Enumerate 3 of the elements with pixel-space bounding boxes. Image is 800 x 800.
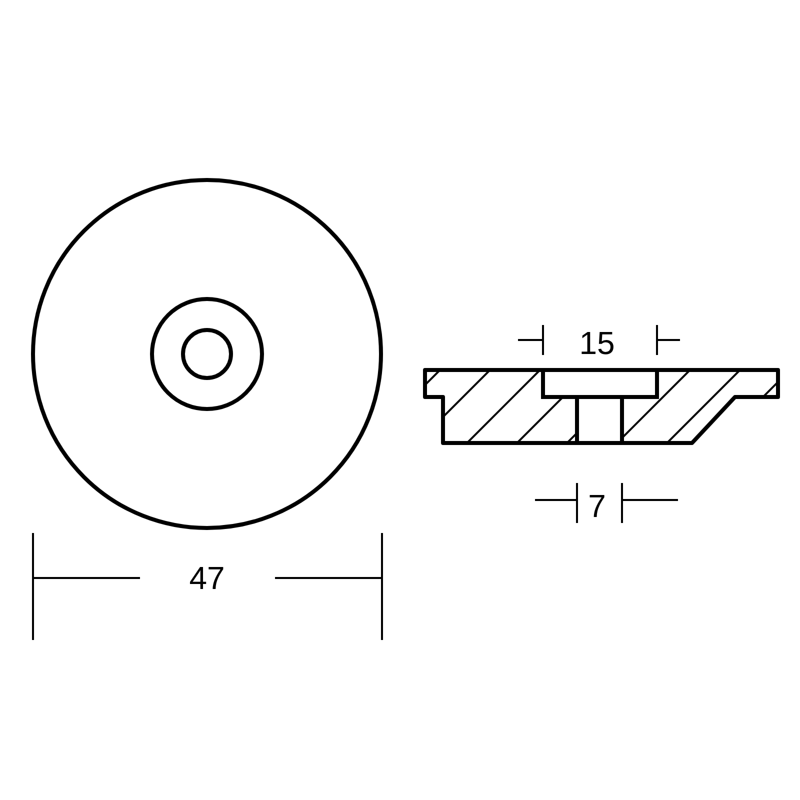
dimension-value: 7 bbox=[588, 490, 606, 522]
dimension-value: 47 bbox=[189, 562, 225, 594]
dimension-value: 15 bbox=[579, 327, 615, 359]
